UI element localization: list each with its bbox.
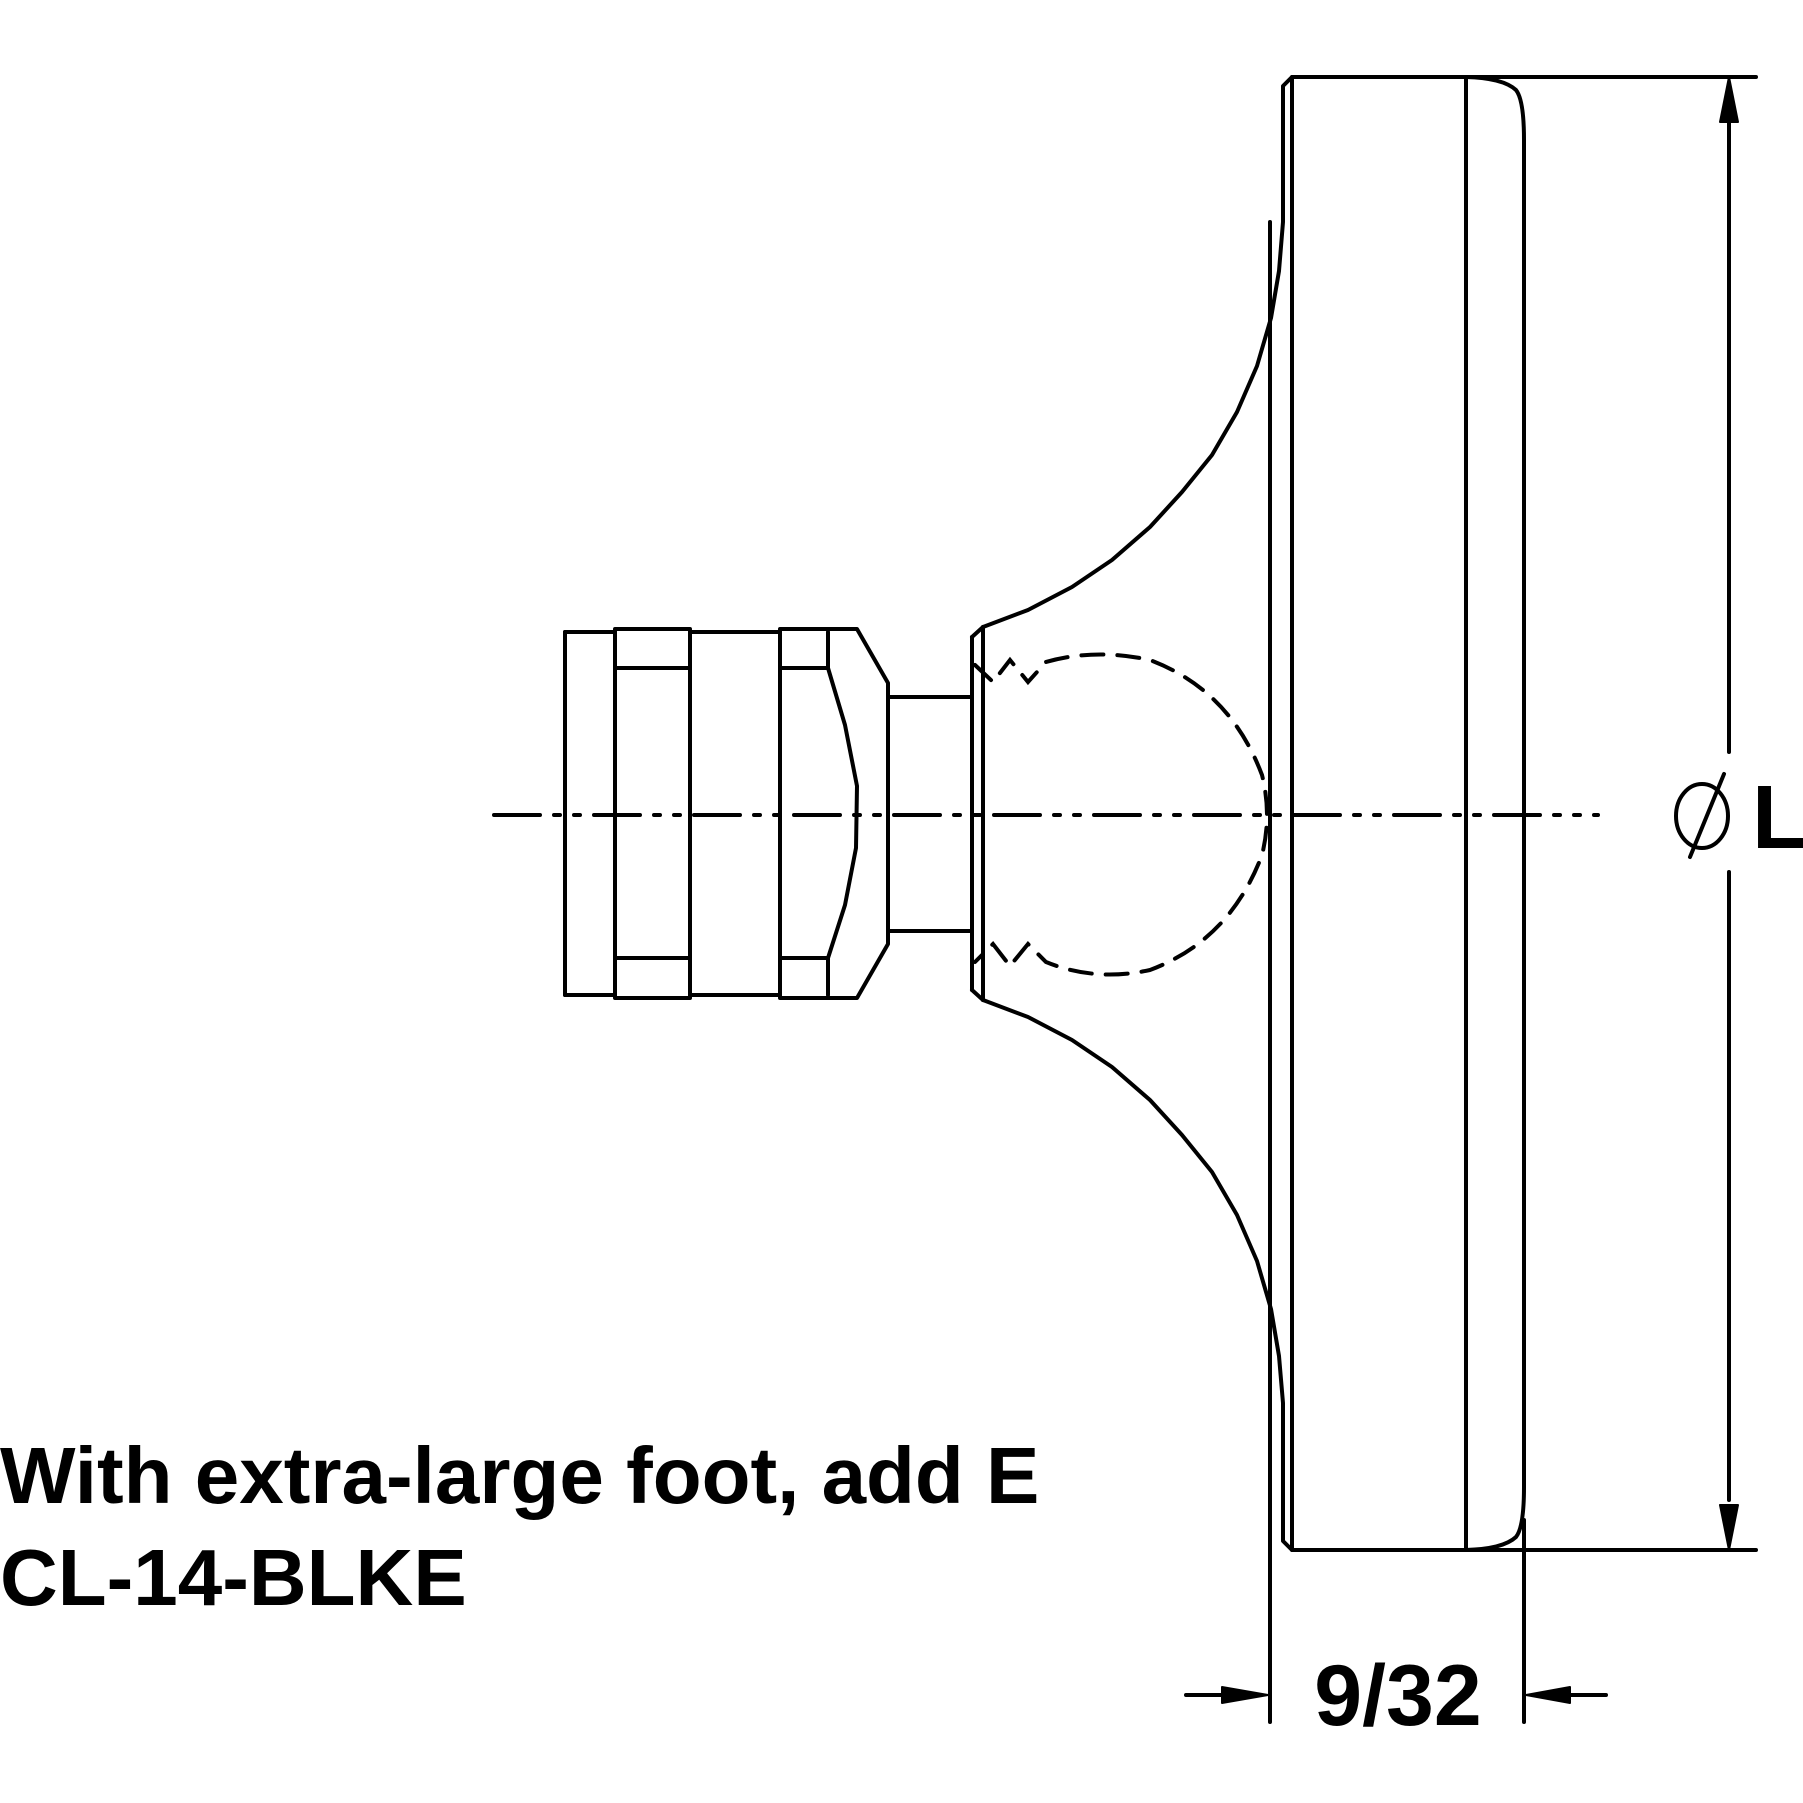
arrow-down-icon [1719,1504,1739,1551]
arrow-right-icon [1221,1686,1269,1704]
diameter-label: L [1752,768,1803,868]
ball-joint-hidden [973,652,1269,977]
note-part-number: CL-14-BLKE [0,1533,467,1622]
thickness-dimension: 9/32 [1184,1401,1608,1744]
diameter-symbol-icon [1674,772,1730,859]
arrow-up-icon [1719,76,1739,123]
arrow-left-icon [1525,1686,1571,1704]
hex-nut [563,627,972,1000]
stem [970,625,985,1002]
foot-base [981,75,1526,1552]
note-extra-large-foot: With extra-large foot, add E [0,1431,1040,1520]
thickness-label: 9/32 [1314,1648,1481,1744]
diameter-dimension: L [1474,75,1803,1552]
